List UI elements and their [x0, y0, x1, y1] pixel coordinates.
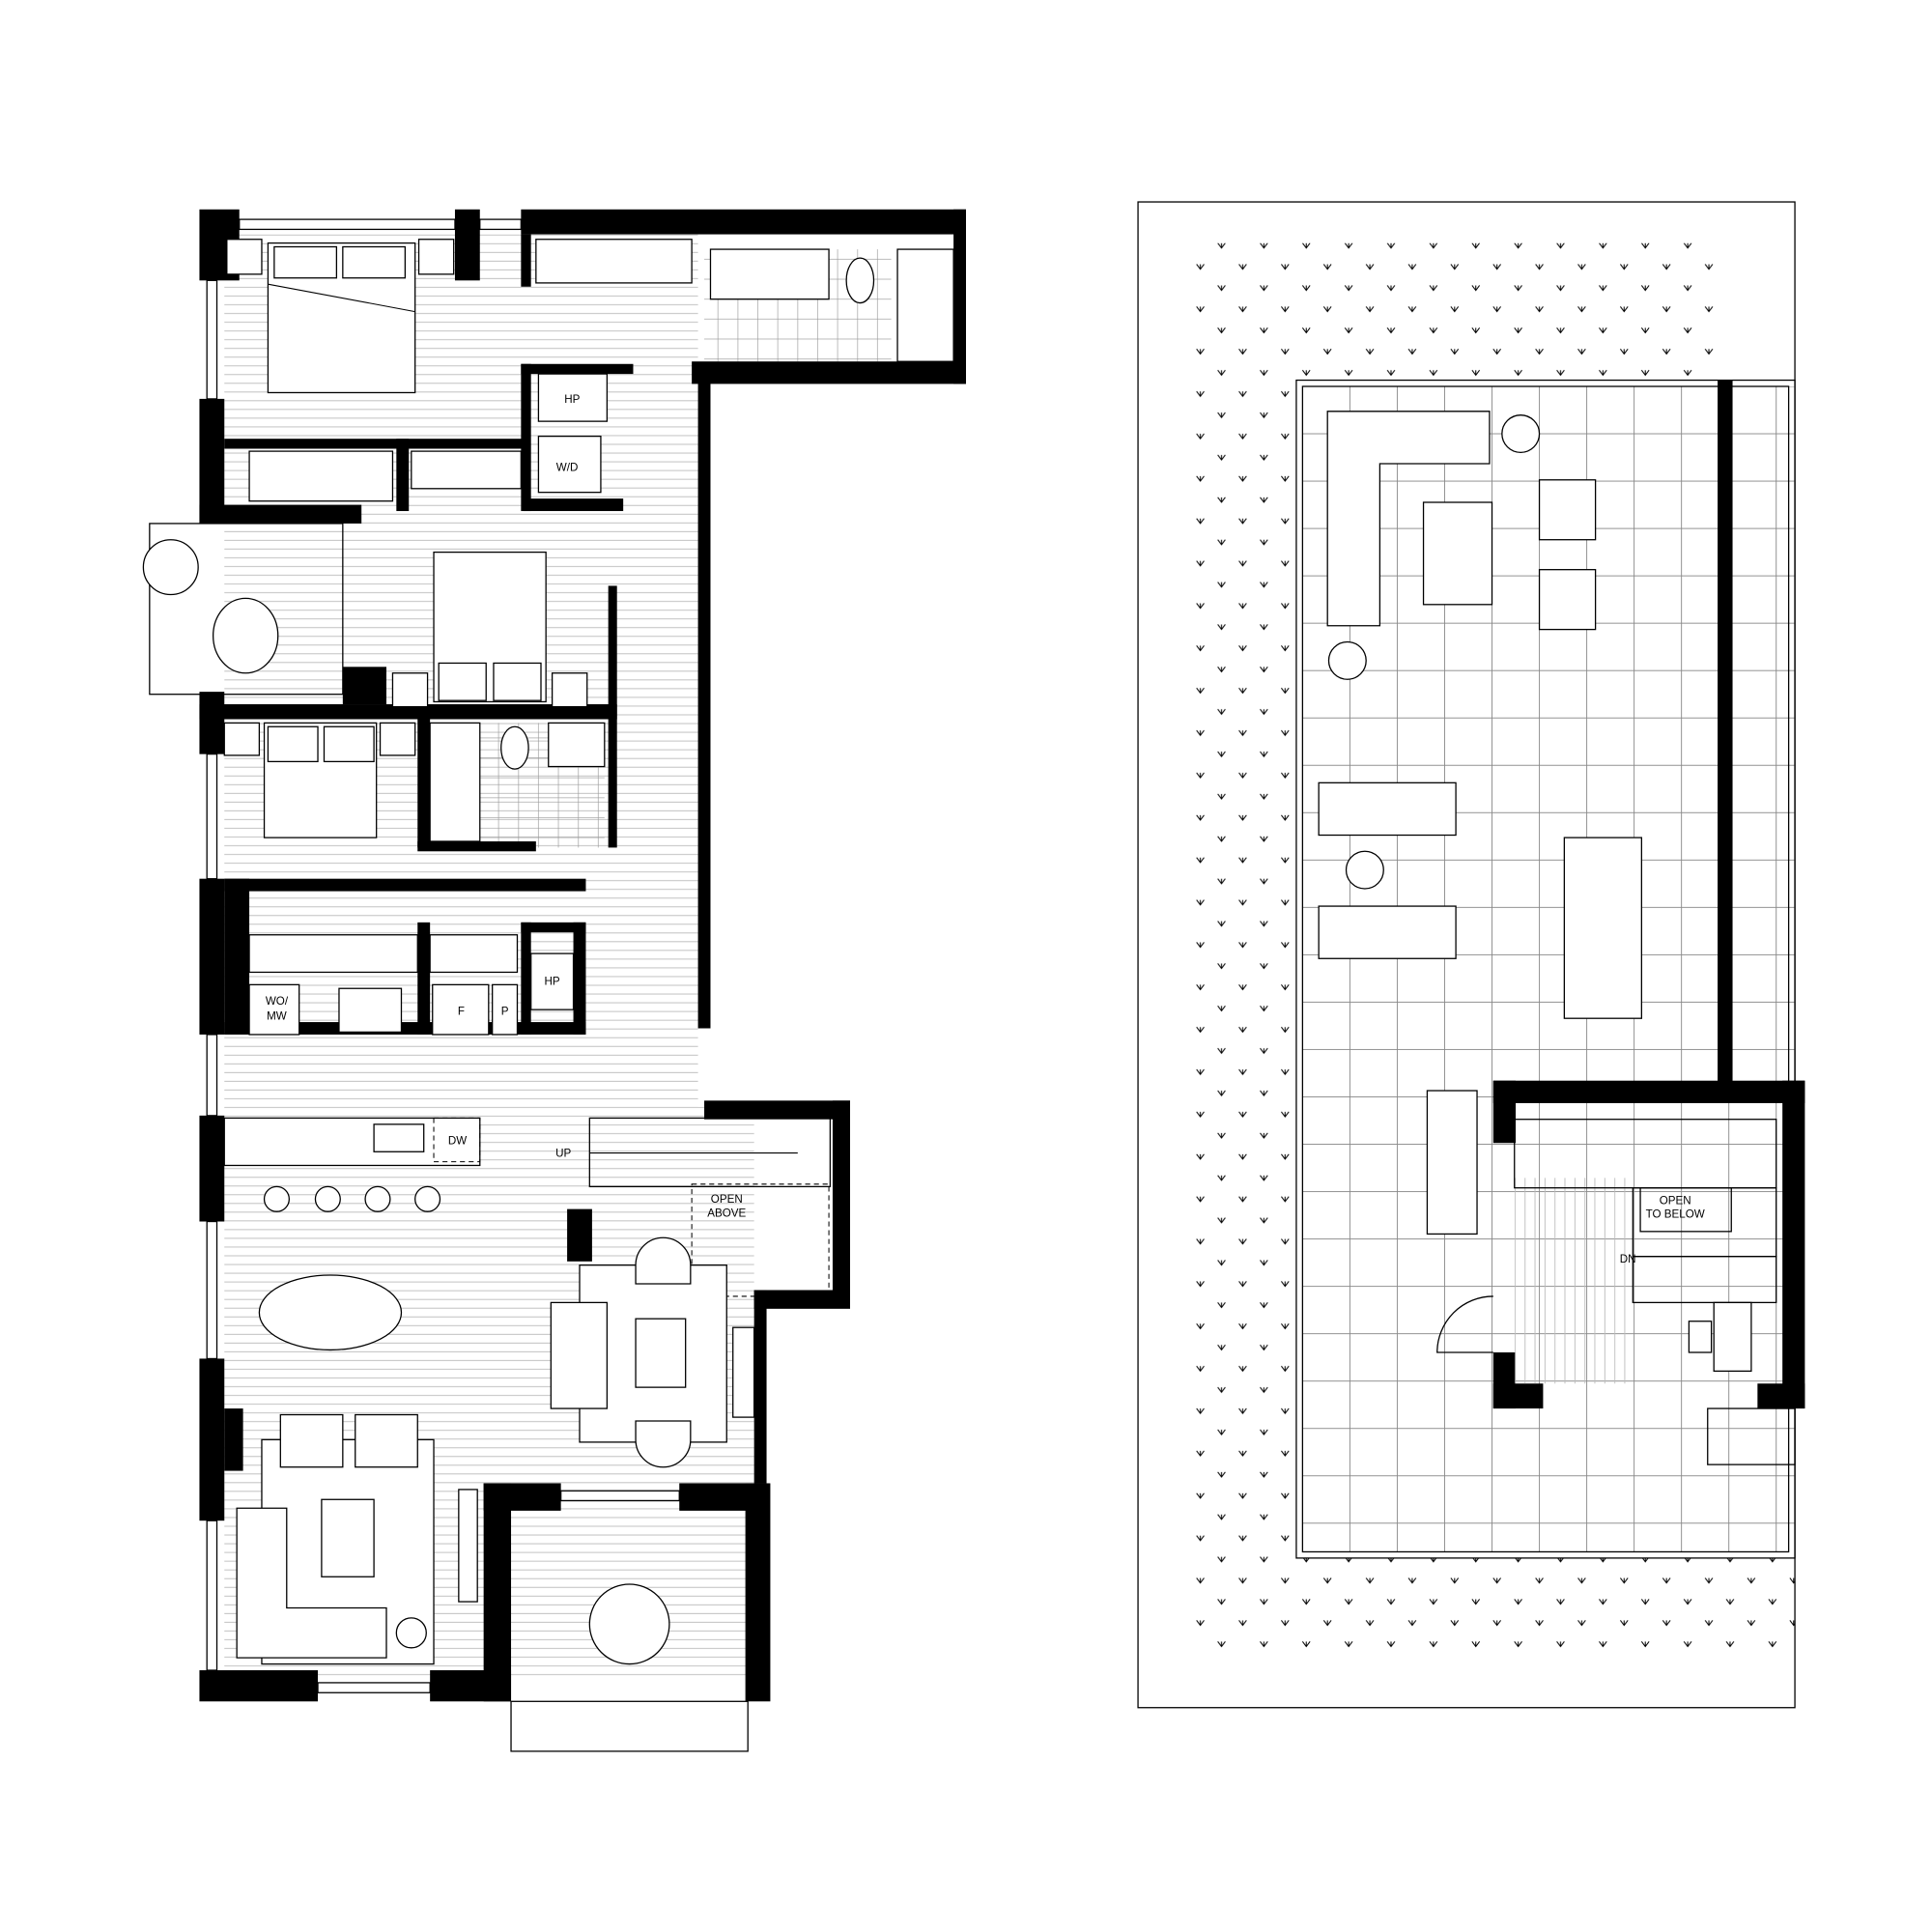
cooktop-icon: [338, 987, 403, 1034]
sink-icon: [373, 1123, 425, 1152]
roof-level-plan: OPEN TO BELOW DN: [1137, 201, 1805, 1709]
stair-up-label: UP: [555, 1147, 571, 1159]
side-table: [395, 1617, 427, 1649]
side-table: [1345, 850, 1384, 890]
stair-enclosure: OPEN TO BELOW DN: [1436, 1080, 1805, 1465]
outdoor-bench: [1426, 1090, 1478, 1236]
sink-vanity: [548, 722, 606, 768]
toilet-icon: [500, 725, 529, 770]
lounge-chair: [1538, 479, 1597, 541]
nightstand-icon: [551, 672, 588, 708]
hp-label: HP: [564, 393, 580, 406]
pantry-label: P: [501, 1005, 509, 1017]
side-table: [1501, 414, 1541, 454]
windows: [206, 218, 680, 1693]
wo-mw-label: MW: [267, 1009, 287, 1022]
open-below-label: TO BELOW: [1646, 1208, 1705, 1221]
closet-bedroom: [248, 450, 394, 502]
toilet-icon: [845, 257, 875, 304]
sun-lounger: [1318, 781, 1457, 837]
round-dining-table: [588, 1583, 670, 1665]
wd-label: W/D: [556, 462, 579, 474]
double-vanity: [709, 248, 830, 300]
nightstand-icon: [379, 722, 416, 756]
nightstand-icon: [226, 239, 263, 275]
roof-wall: [1718, 380, 1733, 1085]
desk: [1713, 1301, 1752, 1372]
armchair: [279, 1413, 344, 1468]
sofa-loveseat: [550, 1301, 609, 1409]
stair-up: UP OPEN ABOVE: [555, 1117, 831, 1297]
open-below-label: OPEN: [1660, 1194, 1691, 1207]
bar-stools: [263, 1185, 441, 1212]
coffee-table: [635, 1318, 687, 1388]
fridge-label: F: [458, 1005, 465, 1017]
coffee-table: [321, 1498, 375, 1577]
open-to-below: [1639, 1187, 1732, 1233]
media-console: [732, 1326, 755, 1418]
side-table: [1327, 640, 1367, 680]
wo-mw-label: WO/: [266, 995, 289, 1008]
wall-oven-microwave: [248, 983, 300, 1036]
bistro-table: [213, 597, 279, 674]
closet-hall: [411, 450, 522, 490]
washer-dryer: [537, 435, 602, 494]
closet-kitchen-2: [429, 934, 519, 974]
open-above-label: OPEN: [711, 1193, 743, 1206]
planters: [1183, 242, 1796, 1659]
dw-label: DW: [448, 1135, 467, 1148]
outdoor-dining-table: [1563, 837, 1642, 1019]
closet-primary: [535, 239, 693, 284]
armchair: [355, 1413, 418, 1468]
hp-kitchen-label: HP: [545, 975, 560, 987]
balcony-bedroom: [149, 523, 344, 696]
walls: [199, 209, 966, 1702]
sectional-sofa: [236, 1507, 387, 1659]
armchair: [635, 1236, 692, 1285]
tv-console: [458, 1489, 478, 1603]
deck-edge: [1295, 379, 1796, 1559]
nightstand-icon: [223, 722, 261, 756]
balcony-living: [510, 1700, 749, 1752]
pantry: [492, 983, 519, 1036]
nightstand-icon: [391, 672, 429, 708]
armchair: [635, 1420, 692, 1468]
door-swing-icon[interactable]: [1436, 1295, 1493, 1353]
bathtub: [429, 722, 481, 842]
dining-table: [258, 1274, 403, 1351]
nightstand-icon: [417, 239, 455, 275]
closet-kitchen: [248, 934, 418, 974]
shower: [896, 248, 954, 362]
dishwasher: [433, 1117, 481, 1163]
lounge-chair: [1538, 569, 1597, 631]
open-above-label: ABOVE: [707, 1207, 746, 1219]
heat-pump-kitchen: [530, 952, 575, 1010]
heat-pump-upper: [537, 373, 609, 422]
kitchen-island: [223, 1117, 481, 1167]
roof-planter-box: [1707, 1407, 1796, 1465]
fridge: [432, 983, 490, 1036]
stair-down-label: DN: [1620, 1253, 1636, 1265]
coffee-table: [1422, 501, 1493, 606]
sun-lounger: [1318, 905, 1457, 959]
patio-heater-icon: [142, 539, 199, 596]
outdoor-sectional: [1326, 411, 1491, 627]
lower-level-plan: HP W/D WO/ MW F P HP DW: [142, 209, 966, 1752]
desk-chair: [1688, 1321, 1713, 1353]
